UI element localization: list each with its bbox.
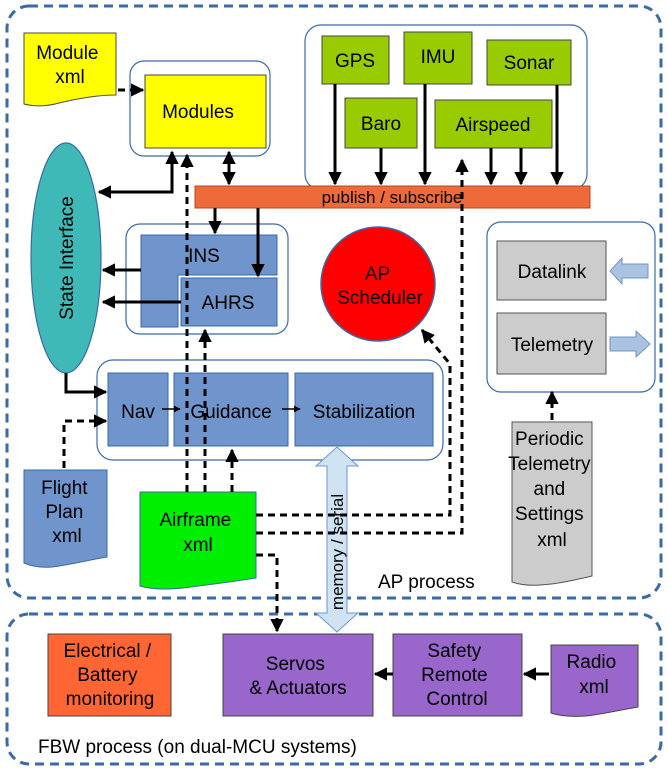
memory-serial-arrow <box>314 446 360 633</box>
svg-text:Periodic Telemetry and: Periodic Telemetry and Settings xml <box>508 429 596 551</box>
radio-xml-line-2: xml <box>579 677 609 698</box>
baro-label: Baro <box>361 114 401 135</box>
ins-block <box>140 234 278 328</box>
airframe-to-servos-arrow <box>256 553 284 633</box>
fbw-process-label: FBW process (on dual-MCU systems) <box>38 737 357 758</box>
nav-label: Nav <box>121 402 155 423</box>
state-interface-modules-arrow <box>97 150 179 199</box>
svg-text:Safety Remote Control: Safety Remote Control <box>421 641 493 710</box>
svg-text:Airframe xml: Airframe xml <box>159 510 236 556</box>
airspeed-label: Airspeed <box>456 115 531 136</box>
publish-subscribe-bus <box>194 185 591 209</box>
baro-block <box>344 97 418 149</box>
airframe-to-bus-arrow <box>256 158 469 535</box>
radio-xml-line-1: Radio <box>567 652 617 673</box>
telemetry-output-arrow <box>609 329 651 359</box>
gps-label: GPS <box>335 51 375 72</box>
svg-text:Module xml: Module xml <box>36 43 104 88</box>
memory-serial-label: memory / serial <box>328 494 347 610</box>
ap-scheduler-line-1: AP <box>365 264 390 285</box>
flight-plan-xml-line-2: Plan <box>45 502 83 523</box>
publish-subscribe-label: publish / subscribe <box>322 188 463 207</box>
state-to-nav-arrow <box>64 373 108 399</box>
modules-block <box>144 74 267 149</box>
imu-label: IMU <box>421 47 456 68</box>
radio-xml-file <box>550 644 639 717</box>
gps-block <box>321 35 390 85</box>
stabilization-block <box>294 372 434 447</box>
electrical-line-2: Battery <box>77 665 138 686</box>
ap-scheduler-circle <box>320 226 436 342</box>
airframe-to-scheduler-arrow <box>256 328 452 517</box>
guidance-block <box>173 372 289 447</box>
state-interface-label: State Interface <box>57 196 78 320</box>
electrical-line-3: monitoring <box>66 689 155 710</box>
flight-plan-xml-line-3: xml <box>52 526 82 547</box>
sonar-label: Sonar <box>504 53 555 74</box>
nav-block <box>107 372 169 447</box>
periodic-telemetry-settings-xml-file <box>511 421 593 586</box>
periodic-xml-line-3: and <box>534 479 566 500</box>
module-xml-line-2: xml <box>55 67 85 88</box>
module-xml-file <box>23 32 117 107</box>
servos-line-1: Servos <box>266 654 325 675</box>
imu-block <box>403 31 473 85</box>
guidance-label: Guidance <box>190 402 271 423</box>
airspeed-block <box>434 99 553 149</box>
ahrs-label: AHRS <box>202 293 255 314</box>
datalink-input-arrow <box>609 256 649 286</box>
flight-plan-xml-file <box>23 469 108 568</box>
svg-text:Electrical / Battery m: Electrical / Battery monitoring <box>64 641 157 710</box>
datalink-label: Datalink <box>518 262 587 283</box>
periodic-xml-line-4: Settings <box>515 504 584 525</box>
ap-process-label: AP process <box>378 572 475 593</box>
stabilization-label: Stabilization <box>313 402 415 423</box>
solid-connectors <box>64 84 564 681</box>
servos-line-2: & Actuators <box>249 678 346 699</box>
airframe-xml-line-1: Airframe <box>159 510 231 531</box>
electrical-battery-block <box>47 633 172 717</box>
ins-label: INS <box>188 246 220 267</box>
flight-plan-xml-line-1: Flight <box>41 478 88 499</box>
periodic-xml-line-2: Telemetry <box>508 454 591 475</box>
telemetry-block <box>496 312 607 375</box>
svg-text:Servos & Actuators: Servos & Actuators <box>249 654 346 699</box>
servos-actuators-block <box>222 633 374 717</box>
safety-line-3: Control <box>426 689 487 710</box>
svg-text:AP Scheduler: AP Scheduler <box>337 264 423 309</box>
safety-line-2: Remote <box>421 665 488 686</box>
svg-text:Flight Plan xml: Flight Plan xml <box>41 478 93 547</box>
periodic-xml-line-5: xml <box>537 530 567 551</box>
svg-text:Radio xml: Radio xml <box>567 652 622 698</box>
module-xml-line-1: Module <box>36 43 98 64</box>
telemetry-label: Telemetry <box>511 335 594 356</box>
electrical-line-1: Electrical / <box>64 641 152 662</box>
flight-plan-to-nav-arrow <box>62 414 108 468</box>
periodic-xml-line-1: Periodic <box>515 429 584 450</box>
safety-line-1: Safety <box>427 641 481 662</box>
datalink-block <box>496 240 607 301</box>
ap-scheduler-line-2: Scheduler <box>337 288 423 309</box>
dashed-connectors <box>62 83 559 633</box>
airframe-xml-file <box>139 491 257 590</box>
modules-label: Modules <box>162 102 234 123</box>
airframe-xml-line-2: xml <box>183 535 213 556</box>
sonar-block <box>486 39 572 86</box>
